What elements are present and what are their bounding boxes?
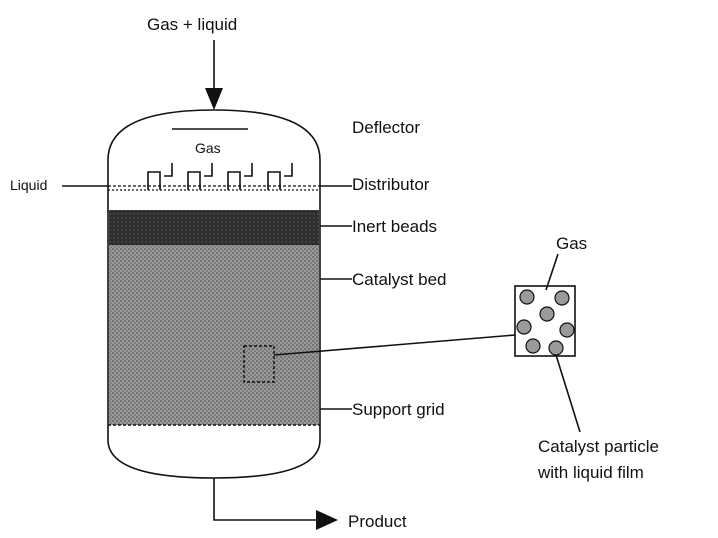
inlet-arrowhead [205, 88, 223, 110]
product-label: Product [348, 512, 407, 531]
catalyst-particle-label-line2: with liquid film [537, 463, 644, 482]
distributor [108, 163, 320, 191]
outlet-arrowhead [316, 510, 338, 530]
inert-beads-label: Inert beads [352, 217, 437, 236]
catalyst-particle [554, 290, 570, 306]
catalyst-particle-label-line1: Catalyst particle [538, 437, 659, 456]
inset-gas-label: Gas [556, 234, 587, 253]
catalyst-particle [559, 322, 575, 338]
inlet-label: Gas + liquid [147, 15, 237, 34]
liquid-label: Liquid [10, 177, 47, 193]
inset-gas-pointer [545, 253, 559, 291]
magnification-box [243, 345, 275, 383]
catalyst-bed-label: Catalyst bed [352, 270, 447, 289]
catalyst-particle [548, 340, 564, 356]
inert-beads-layer [109, 210, 319, 245]
outlet-pipe [213, 478, 318, 521]
catalyst-particle [516, 319, 532, 335]
catalyst-particle [519, 289, 535, 305]
support-grid-label: Support grid [352, 400, 445, 419]
gas-inside-label: Gas [195, 140, 221, 156]
catalyst-particles [516, 289, 575, 356]
distributor-label: Distributor [352, 175, 430, 194]
deflector-label: Deflector [352, 118, 420, 137]
catalyst-particle [525, 338, 541, 354]
catalyst-particle-pointer [555, 354, 581, 433]
catalyst-bed [109, 245, 319, 425]
vessel-top-head [107, 109, 321, 183]
catalyst-particle [539, 306, 555, 322]
vessel-bottom-head [107, 425, 321, 479]
magnification-leader [273, 334, 516, 356]
